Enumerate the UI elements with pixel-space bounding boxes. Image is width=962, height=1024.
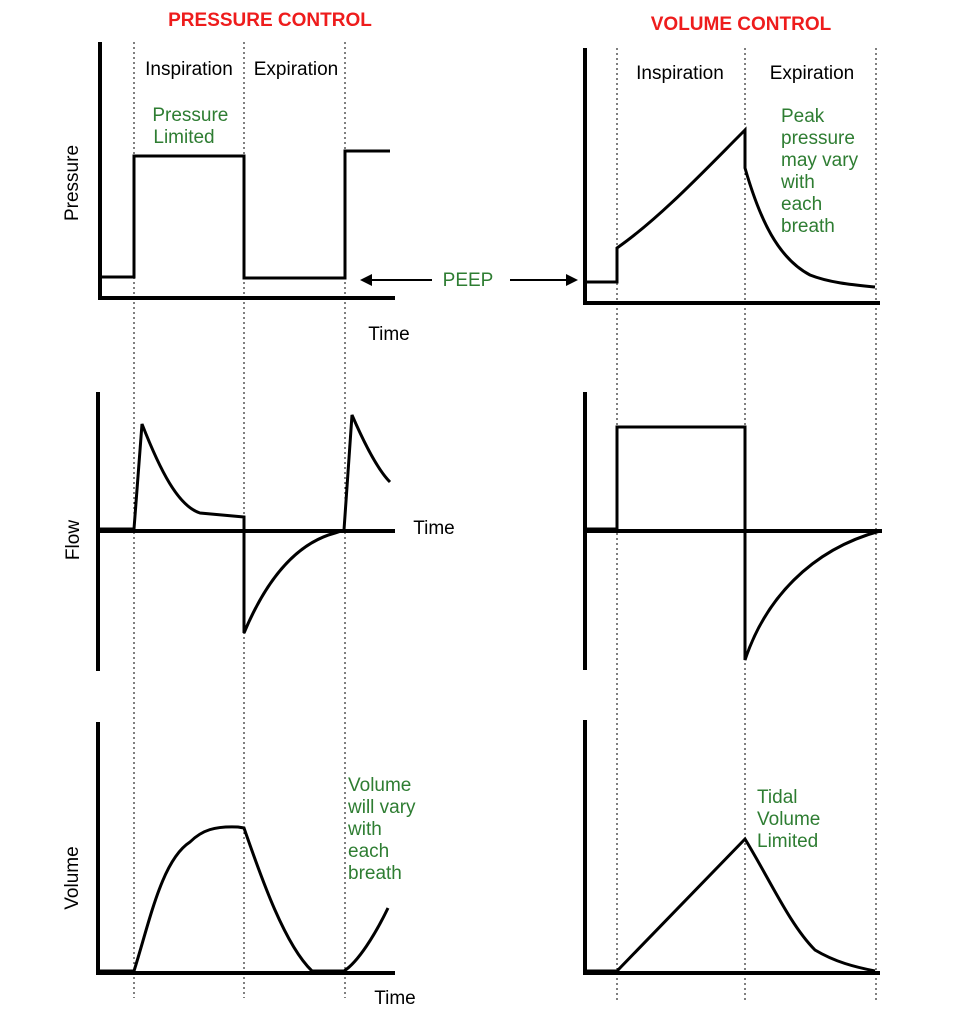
pc-volume-waveform [100, 825, 390, 973]
pc-pressure-axis-label: Pressure [62, 145, 83, 221]
vc-phase-inspiration: Inspiration [636, 63, 724, 84]
pc-flow-time-label: Time [413, 518, 455, 539]
vc-pressure-waveform [587, 126, 876, 289]
peep-label: PEEP [443, 270, 494, 291]
vc-phase-expiration: Expiration [770, 63, 855, 84]
pressure-control-title: PRESSURE CONTROL [168, 10, 372, 31]
pc-volume-axis-label: Volume [62, 846, 83, 909]
peep-arrow-left-head [360, 274, 372, 286]
vc-flow-panel [583, 392, 882, 670]
vc-volume-note: Tidal Volume Limited [757, 787, 826, 852]
pc-pressure-note: Pressure Limited [152, 105, 233, 148]
pc-volume-note: Volume will vary with each breath [347, 775, 421, 884]
pressure-control-column: PRESSURE CONTROL Inspiration Expiration … [62, 10, 455, 1009]
pc-phase-inspiration: Inspiration [145, 59, 233, 80]
volume-control-title: VOLUME CONTROL [651, 14, 832, 35]
vc-volume-axes [583, 720, 880, 975]
pc-flow-panel: Flow Time [63, 392, 455, 671]
pc-flow-waveform [100, 414, 392, 634]
pc-volume-axes [96, 722, 395, 975]
pc-volume-time-label: Time [374, 988, 416, 1009]
volume-control-column: VOLUME CONTROL Inspiration Expiration Pe… [583, 14, 882, 1000]
peep-arrow-right-head [566, 274, 578, 286]
peep-annotation: PEEP [360, 270, 578, 291]
vc-volume-panel: Tidal Volume Limited [583, 720, 880, 975]
vc-volume-waveform [587, 836, 876, 973]
vc-flow-waveform [587, 425, 881, 661]
pc-pressure-axes [98, 42, 395, 300]
pc-phase-expiration: Expiration [254, 59, 339, 80]
pc-flow-axis-label: Flow [63, 520, 84, 560]
pc-pressure-waveform [100, 149, 390, 280]
vc-pressure-axes [583, 48, 880, 305]
vc-pressure-note: Peak pressure may vary with each breath [780, 106, 863, 237]
vc-pressure-panel: Peak pressure may vary with each breath [583, 48, 880, 305]
pc-volume-panel: Volume Time Volume will vary with each b… [62, 722, 421, 1009]
pc-pressure-time-label: Time [368, 324, 410, 345]
pc-pressure-panel: Pressure Time Pressure Limited [62, 42, 410, 345]
